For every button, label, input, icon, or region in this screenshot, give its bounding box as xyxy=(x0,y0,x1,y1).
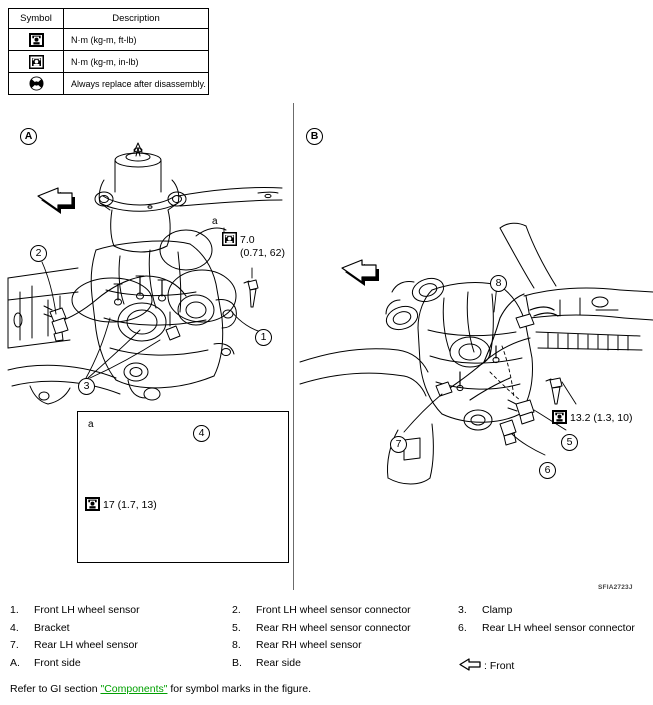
torque-wrench-inlb-icon xyxy=(28,54,44,69)
legend-row: 7. Rear LH wheel sensor 8. Rear RH wheel… xyxy=(10,639,646,651)
legend-item-front-arrow: : Front xyxy=(458,657,646,675)
legend-number: 3. xyxy=(458,604,467,616)
torque-value: 17 (1.7, 13) xyxy=(103,499,157,511)
torque-spec-inset: 17 (1.7, 13) xyxy=(85,497,157,511)
legend-item-2: 2. Front LH wheel sensor connector xyxy=(232,604,458,616)
legend-text: Rear LH wheel sensor connector xyxy=(482,621,635,634)
legend-number: 8. xyxy=(232,639,241,651)
callout-5: 5 xyxy=(561,434,578,451)
legend-item-a: A. Front side xyxy=(10,657,232,675)
legend-text: Bracket xyxy=(34,621,70,634)
legend-number: 6. xyxy=(458,621,467,634)
legend-number: 2. xyxy=(232,604,241,616)
torque-value: 7.0 xyxy=(240,234,255,246)
column-header-description: Description xyxy=(63,8,209,29)
torque-wrench-ftlb-icon xyxy=(28,32,44,47)
legend-row: 1. Front LH wheel sensor 2. Front LH whe… xyxy=(10,604,646,616)
components-link[interactable]: "Components" xyxy=(100,683,168,695)
callout-4: 4 xyxy=(193,425,210,442)
column-header-symbol: Symbol xyxy=(8,8,64,29)
replace-after-disassembly-icon xyxy=(29,76,44,91)
table-row: N·m (kg-m, ft-lb) xyxy=(8,28,209,51)
legend-item-7: 7. Rear LH wheel sensor xyxy=(10,639,232,651)
torque-spec-panel-b: 13.2 (1.3, 10) xyxy=(552,410,632,424)
legend-number: 1. xyxy=(10,604,19,616)
legend-number: B. xyxy=(232,656,242,669)
legend-item-5: 5. Rear RH wheel sensor connector xyxy=(232,622,458,634)
footer-reference-note: Refer to GI section "Components" for sym… xyxy=(10,683,311,695)
legend-text: Rear side xyxy=(256,656,301,669)
symbol-description: N·m (kg-m, ft-lb) xyxy=(63,28,209,51)
legend-item-3: 3. Clamp xyxy=(458,604,646,616)
torque-value: 13.2 (1.3, 10) xyxy=(570,412,633,424)
torque-wrench-inlb-icon xyxy=(222,232,237,246)
legend-text: Front LH wheel sensor connector xyxy=(256,604,411,616)
legend-number: 5. xyxy=(232,621,241,634)
table-row: N·m (kg-m, in-lb) xyxy=(8,50,209,73)
table-row: Always replace after disassembly. xyxy=(8,72,209,95)
callout-7: 7 xyxy=(390,436,407,453)
legend-number: A. xyxy=(10,656,20,669)
footer-prefix: Refer to GI section xyxy=(10,683,98,695)
symbol-description: Always replace after disassembly. xyxy=(63,72,209,95)
legend-row: A. Front side B. Rear side : Front xyxy=(10,657,646,675)
callout-1: 1 xyxy=(255,329,272,346)
callout-8: 8 xyxy=(490,275,507,292)
legend-item-4: 4. Bracket xyxy=(10,622,232,634)
legend-text: Front side xyxy=(34,656,81,669)
legend-number: 4. xyxy=(10,621,19,634)
front-arrow-icon xyxy=(458,657,484,675)
legend-row: 4. Bracket 5. Rear RH wheel sensor conne… xyxy=(10,622,646,634)
torque-spec-panel-a: 7.0 (0.71, 62) xyxy=(222,232,285,259)
symbol-legend-table: Symbol Description N·m (kg-m, ft-lb) xyxy=(8,8,209,95)
legend-item-empty xyxy=(458,639,646,651)
legend-number: 7. xyxy=(10,639,19,651)
panel-letter-a: A xyxy=(20,128,37,145)
legend-item-8: 8. Rear RH wheel sensor xyxy=(232,639,458,651)
legend-item-1: 1. Front LH wheel sensor xyxy=(10,604,232,616)
detail-ref-marker-a: a xyxy=(212,216,218,227)
legend-text: : Front xyxy=(484,659,515,672)
legend-item-b: B. Rear side xyxy=(232,657,458,675)
panel-divider xyxy=(293,103,294,590)
torque-wrench-ftlb-icon xyxy=(552,410,567,424)
inset-ref-marker-a: a xyxy=(88,419,94,430)
legend-item-6: 6. Rear LH wheel sensor connector xyxy=(458,622,646,634)
table-header-row: Symbol Description xyxy=(8,8,209,29)
symbol-cell xyxy=(8,72,64,95)
panel-letter-b: B xyxy=(306,128,323,145)
legend-text: Front LH wheel sensor xyxy=(34,604,140,616)
legend-text: Rear LH wheel sensor xyxy=(34,639,138,651)
symbol-cell xyxy=(8,50,64,73)
legend-text: Rear RH wheel sensor connector xyxy=(256,621,411,634)
legend-text: Clamp xyxy=(482,604,513,616)
footer-suffix: for symbol marks in the figure. xyxy=(170,683,312,695)
symbol-description: N·m (kg-m, in-lb) xyxy=(63,50,209,73)
parts-legend: 1. Front LH wheel sensor 2. Front LH whe… xyxy=(10,604,646,680)
callout-6: 6 xyxy=(539,462,556,479)
torque-alt-units: (0.71, 62) xyxy=(240,247,285,259)
detail-inset-box xyxy=(77,411,289,563)
callout-3: 3 xyxy=(78,378,95,395)
figure-id-code: SFIA2723J xyxy=(598,584,633,591)
legend-text: Rear RH wheel sensor xyxy=(256,639,362,651)
torque-wrench-ftlb-icon xyxy=(85,497,100,511)
callout-2: 2 xyxy=(30,245,47,262)
symbol-cell xyxy=(8,28,64,51)
